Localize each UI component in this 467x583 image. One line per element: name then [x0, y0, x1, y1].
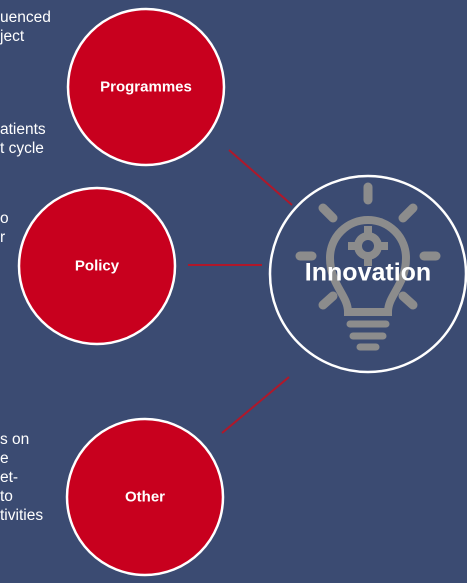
background-text-block-3: o r	[0, 210, 9, 246]
background-text-block-2: atients t cycle	[0, 121, 46, 157]
connector-programmes	[228, 149, 293, 206]
connector-other	[221, 376, 290, 434]
other-node[interactable]	[65, 417, 225, 577]
background-text-block-1: uenced ject	[0, 9, 51, 45]
background-text-block-4: s on e et- to tivities	[0, 431, 44, 524]
programmes-label: Programmes	[100, 78, 192, 96]
programmes-node[interactable]	[66, 7, 226, 167]
other-label: Other	[124, 488, 166, 506]
gear-icon	[348, 226, 388, 266]
innovation-label: Innovation	[304, 258, 432, 287]
lightbulb-gear-icon	[295, 182, 441, 351]
policy-label: Policy	[74, 257, 120, 275]
policy-node[interactable]	[17, 186, 177, 346]
innovation-node[interactable]	[268, 174, 467, 374]
